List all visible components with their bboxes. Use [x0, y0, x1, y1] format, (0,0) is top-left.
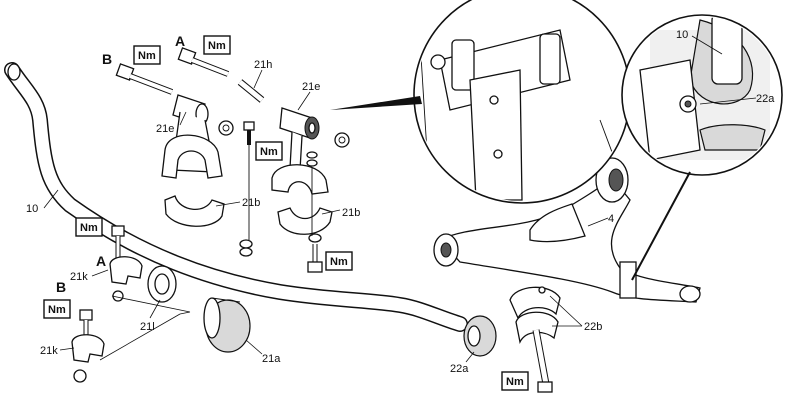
torque-tag-clamp-bottom: Nm	[501, 371, 529, 391]
bushing-21e-right	[279, 107, 320, 171]
label-part-21k-upper: 21k	[70, 271, 88, 283]
detail-circle-bracket	[413, 0, 631, 204]
label-part-4: 4	[608, 213, 614, 225]
svg-text:Nm: Nm	[506, 376, 524, 388]
label-part-22a: 22a	[450, 363, 469, 375]
bracket-21b-right	[277, 207, 333, 235]
svg-text:Nm: Nm	[48, 304, 66, 316]
bolt-a-top	[177, 47, 230, 77]
pointer-line-2	[631, 171, 691, 281]
pin-21h	[237, 79, 265, 103]
bushing-21a	[203, 297, 251, 353]
label-bolt-a-top: A	[175, 33, 185, 49]
label-part-21k-lower: 21k	[40, 345, 58, 357]
clamp-21k-upper	[109, 256, 143, 302]
label-part-21h: 21h	[254, 59, 272, 71]
clamp-22b	[509, 286, 561, 344]
nut-top-right	[334, 132, 350, 148]
torque-tag-bracket: Nm	[255, 141, 283, 161]
bracket-right-upper	[271, 164, 329, 195]
label-detail-22a: 22a	[756, 93, 775, 105]
bushing-22a	[463, 315, 497, 357]
bracket-21b-left	[164, 195, 225, 227]
torque-tag-b-top: Nm	[133, 45, 161, 65]
label-part-21l: 21l	[140, 321, 155, 333]
leader-lines	[43, 35, 757, 363]
washer-21l	[147, 265, 177, 303]
bracket-left-upper	[161, 134, 223, 179]
washer-left-low	[239, 239, 253, 257]
detail-circle-mount	[621, 14, 783, 176]
label-part-21e-left: 21e	[156, 123, 174, 135]
label-bolt-b-left: B	[56, 279, 66, 295]
bolt-22b	[532, 329, 553, 393]
torque-tag-left-upper: Nm	[75, 217, 103, 237]
control-arm-4	[433, 157, 701, 303]
torque-tag-a-top: Nm	[203, 35, 231, 55]
pointer-wedge-1	[330, 96, 422, 110]
svg-text:Nm: Nm	[260, 146, 278, 158]
bolt-right-low	[307, 233, 323, 273]
torque-tag-left-lower: Nm	[43, 299, 71, 319]
svg-text:Nm: Nm	[80, 222, 98, 234]
label-part-21b-left: 21b	[242, 197, 260, 209]
label-part-10: 10	[26, 203, 38, 215]
washer-mid	[306, 151, 318, 167]
svg-text:Nm: Nm	[138, 50, 156, 62]
svg-text:Nm: Nm	[208, 40, 226, 52]
bolt-b-top	[115, 63, 174, 95]
label-part-21b-right: 21b	[342, 207, 360, 219]
nut-top-left	[218, 120, 234, 136]
label-bolt-a-left: A	[96, 253, 106, 269]
label-part-22b: 22b	[584, 321, 602, 333]
torque-tag-bottom-right-bracket: Nm	[325, 251, 353, 271]
clamp-21k-lower	[71, 334, 105, 383]
label-part-21e-top: 21e	[302, 81, 320, 93]
svg-text:Nm: Nm	[330, 256, 348, 268]
stabilizer-bar	[4, 62, 468, 332]
label-bolt-b-top: B	[102, 51, 112, 67]
label-part-21a: 21a	[262, 353, 281, 365]
label-detail-10: 10	[676, 29, 688, 41]
